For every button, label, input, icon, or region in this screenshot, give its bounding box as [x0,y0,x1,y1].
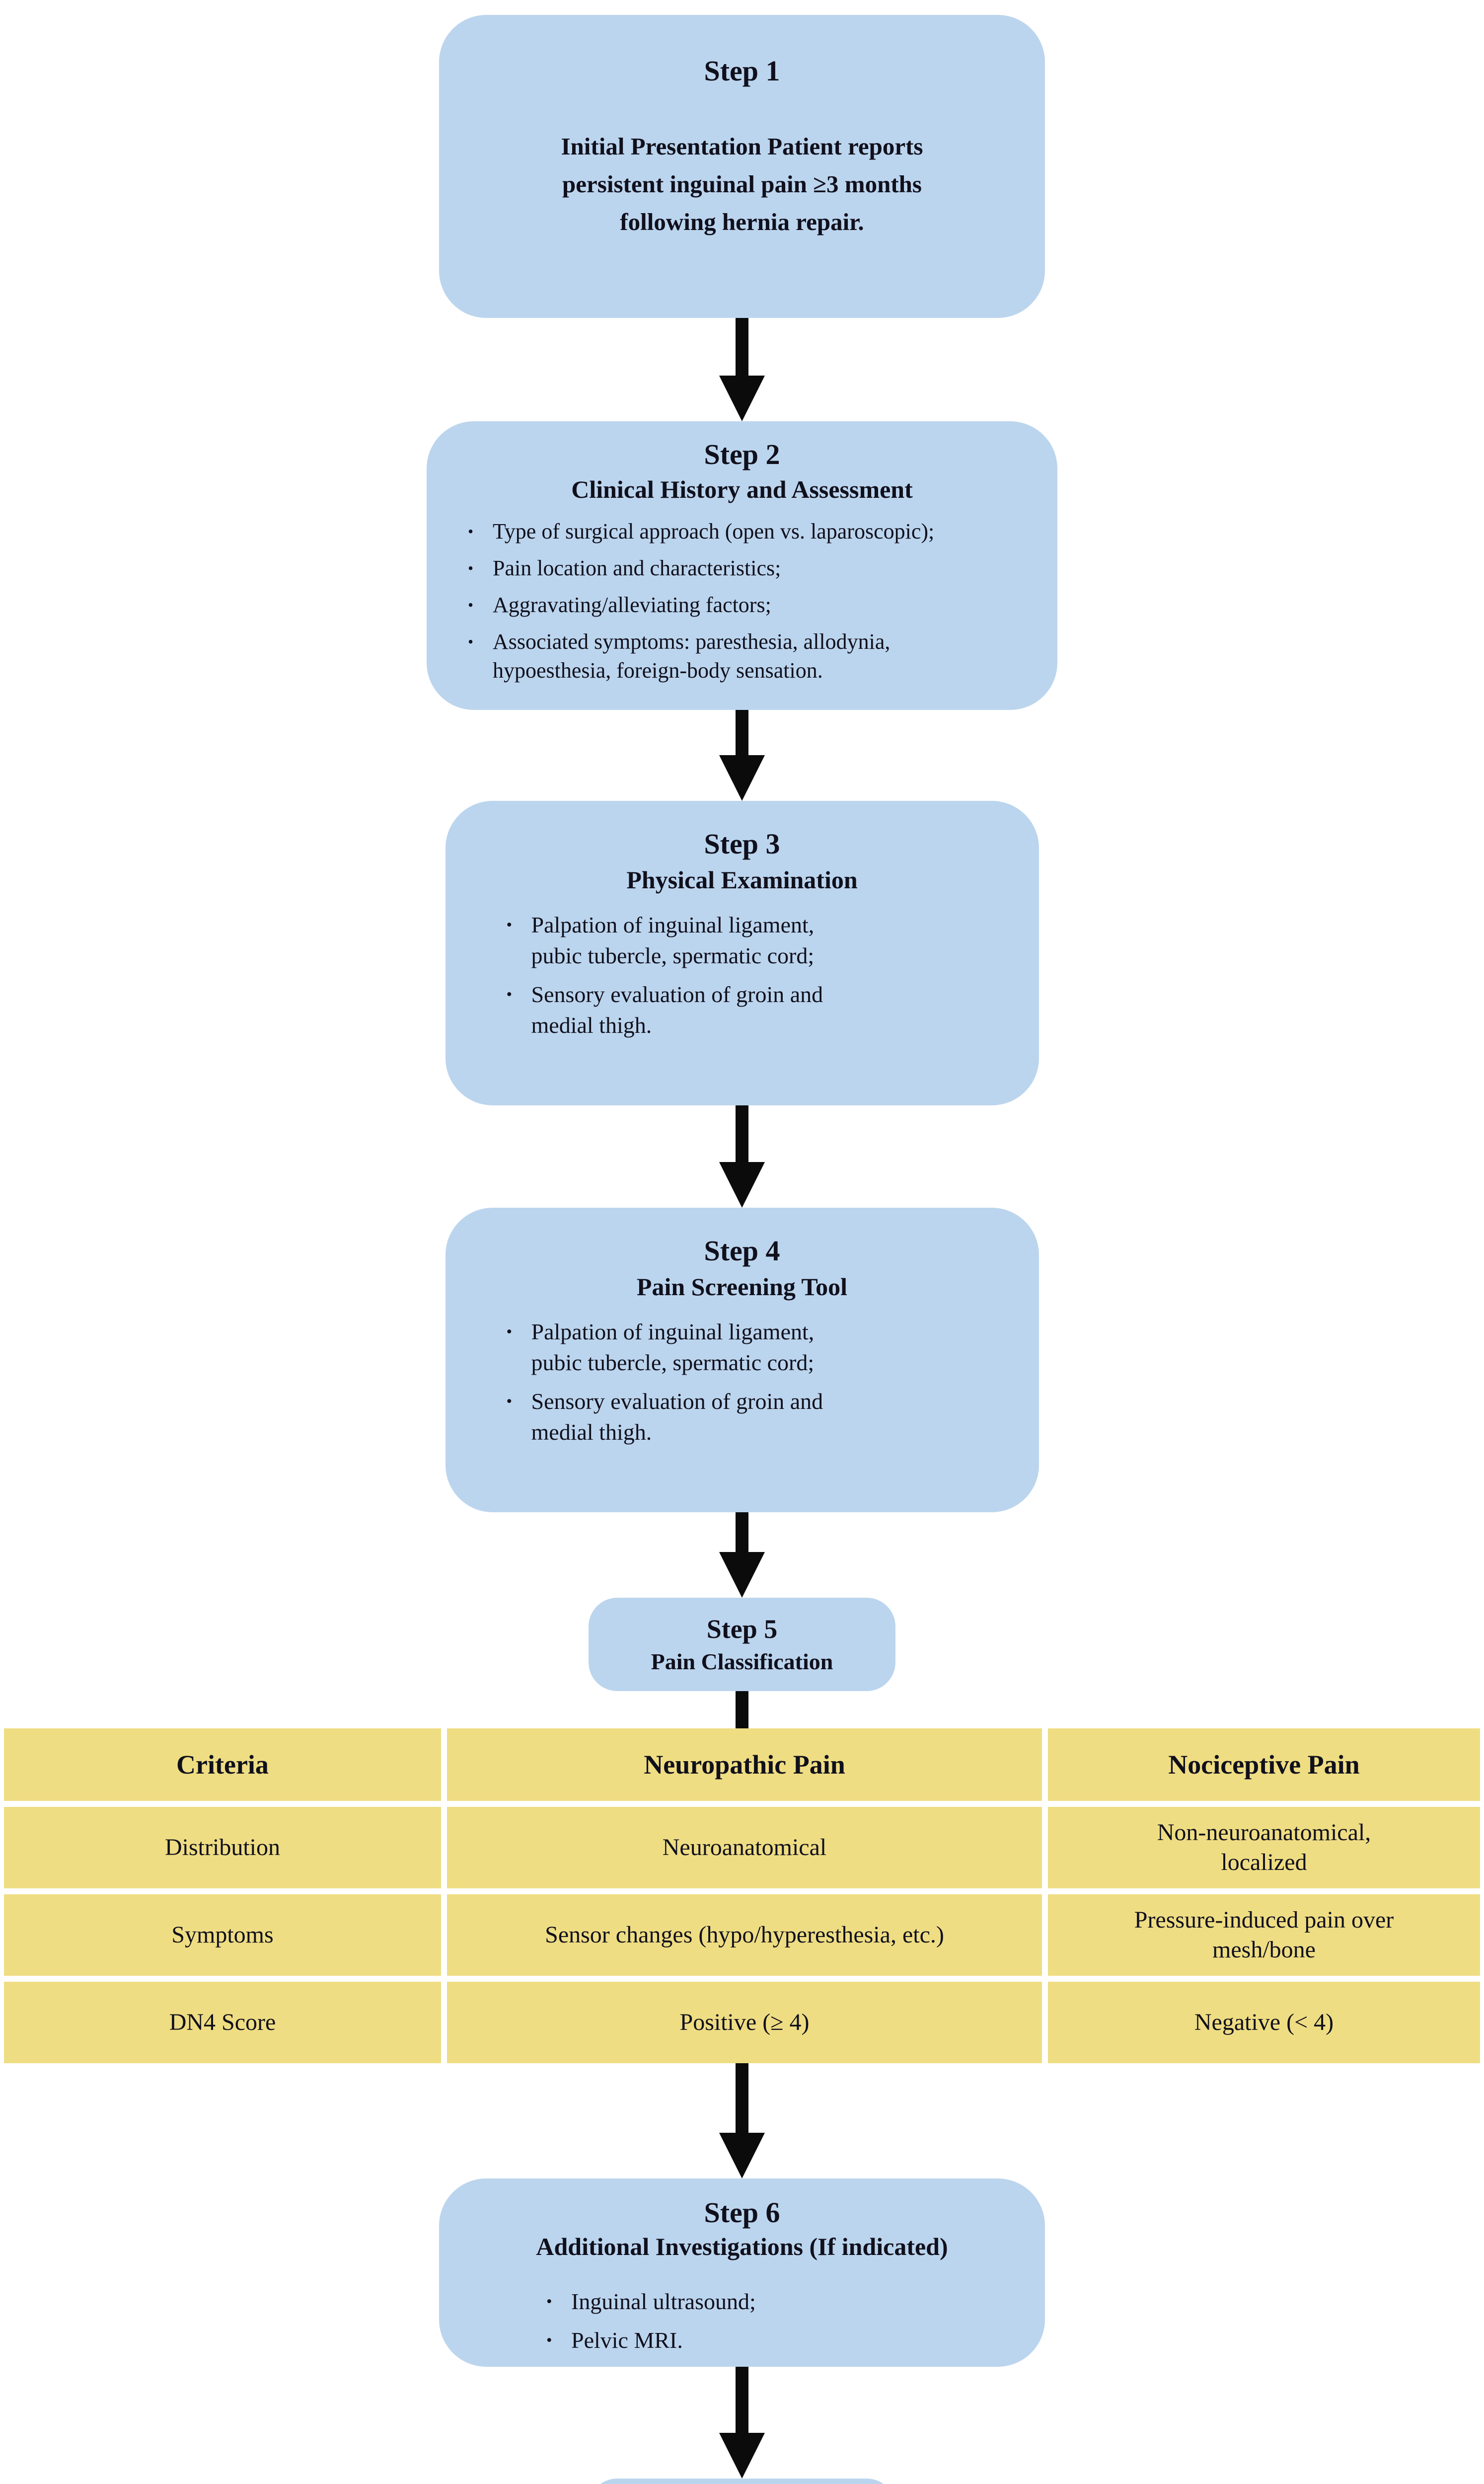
step-3-bullet-list: Palpation of inguinal ligament, pubic tu… [493,910,992,1041]
arrow-line [736,318,748,376]
step-4-subtitle: Pain Screening Tool [636,1272,848,1301]
table-cell: Symptoms [4,1894,441,1976]
arrow-line [736,1105,748,1162]
step-2-bullet-list: Type of surgical approach (open vs. lapa… [454,517,1030,685]
bullet-item: Pelvic MRI. [543,2326,1015,2355]
arrow-step4-step5 [719,1512,765,1598]
table-header-cell: Nociceptive Pain [1048,1728,1480,1801]
bullet-item: Pain location and characteristics; [465,554,1030,583]
step-3-subtitle: Physical Examination [626,865,858,894]
step-2-subtitle: Clinical History and Assessment [571,475,913,503]
arrow-line [736,2063,748,2133]
arrow-head-icon [719,376,765,421]
arrow-line [736,710,748,755]
step-7-box: Step 7 Treatment Strategy [589,2479,895,2484]
step-6-subtitle: Additional Investigations (If indicated) [536,2232,948,2260]
arrow-head-icon [719,2433,765,2479]
step-5-box: Step 5 Pain Classification [589,1598,895,1691]
step-3-title: Step 3 [704,828,780,860]
arrow-step1-step2 [719,318,765,421]
arrow-head-icon [719,755,765,801]
table-cell: Negative (< 4) [1048,1982,1480,2063]
step-6-box: Step 6 Additional Investigations (If ind… [439,2178,1045,2367]
bullet-item: Aggravating/alleviating factors; [465,591,1030,620]
step-2-box: Step 2 Clinical History and Assessment T… [427,421,1057,710]
table-cell: Neuroanatomical [447,1807,1042,1888]
step-6-bullet-list: Inguinal ultrasound; Pelvic MRI. [469,2287,1015,2355]
arrow-line [736,2367,748,2433]
bullet-item: Inguinal ultrasound; [543,2287,1015,2316]
table-cell: Non-neuroanatomical, localized [1048,1807,1480,1888]
bullet-item: Sensory evaluation of groin and medial t… [504,979,992,1041]
step-1-title: Step 1 [704,55,780,87]
arrow-line [736,1512,748,1552]
arrow-head-icon [719,1552,765,1598]
step-1-box: Step 1 Initial Presentation Patient repo… [439,15,1045,318]
step-3-box: Step 3 Physical Examination Palpation of… [445,801,1039,1105]
step-4-bullet-list: Palpation of inguinal ligament, pubic tu… [493,1317,992,1448]
step-6-title: Step 6 [704,2196,780,2229]
table-cell: Sensor changes (hypo/hyperesthesia, etc.… [447,1894,1042,1976]
bullet-item: Type of surgical approach (open vs. lapa… [465,517,1030,546]
step-2-title: Step 2 [704,438,780,470]
step-5-title: Step 5 [706,1614,778,1644]
table-cell: DN4 Score [4,1982,441,2063]
arrow-step3-step4 [719,1105,765,1208]
step-4-title: Step 4 [704,1235,780,1267]
table-header-cell: Criteria [4,1728,441,1801]
arrow-head-icon [719,2133,765,2178]
bullet-item: Sensory evaluation of groin and medial t… [504,1386,992,1448]
pain-classification-table: Criteria Neuropathic Pain Nociceptive Pa… [4,1728,1480,2063]
arrow-head-icon [719,1162,765,1208]
bullet-item: Palpation of inguinal ligament, pubic tu… [504,1317,992,1378]
arrow-step6-step7 [719,2367,765,2479]
bullet-item: Palpation of inguinal ligament, pubic tu… [504,910,992,971]
table-cell: Pressure-induced pain over mesh/bone [1048,1894,1480,1976]
table-header-cell: Neuropathic Pain [447,1728,1042,1801]
step-1-body: Initial Presentation Patient reports per… [561,132,923,235]
table-cell: Distribution [4,1807,441,1888]
step-4-box: Step 4 Pain Screening Tool Palpation of … [445,1208,1039,1512]
step-5-subtitle: Pain Classification [651,1649,833,1675]
arrow-step2-step3 [719,710,765,801]
arrow-table-step6 [719,2063,765,2178]
bullet-item: Associated symptoms: paresthesia, allody… [465,627,1030,685]
table-cell: Positive (≥ 4) [447,1982,1042,2063]
connector-step5-table [736,1691,748,1728]
